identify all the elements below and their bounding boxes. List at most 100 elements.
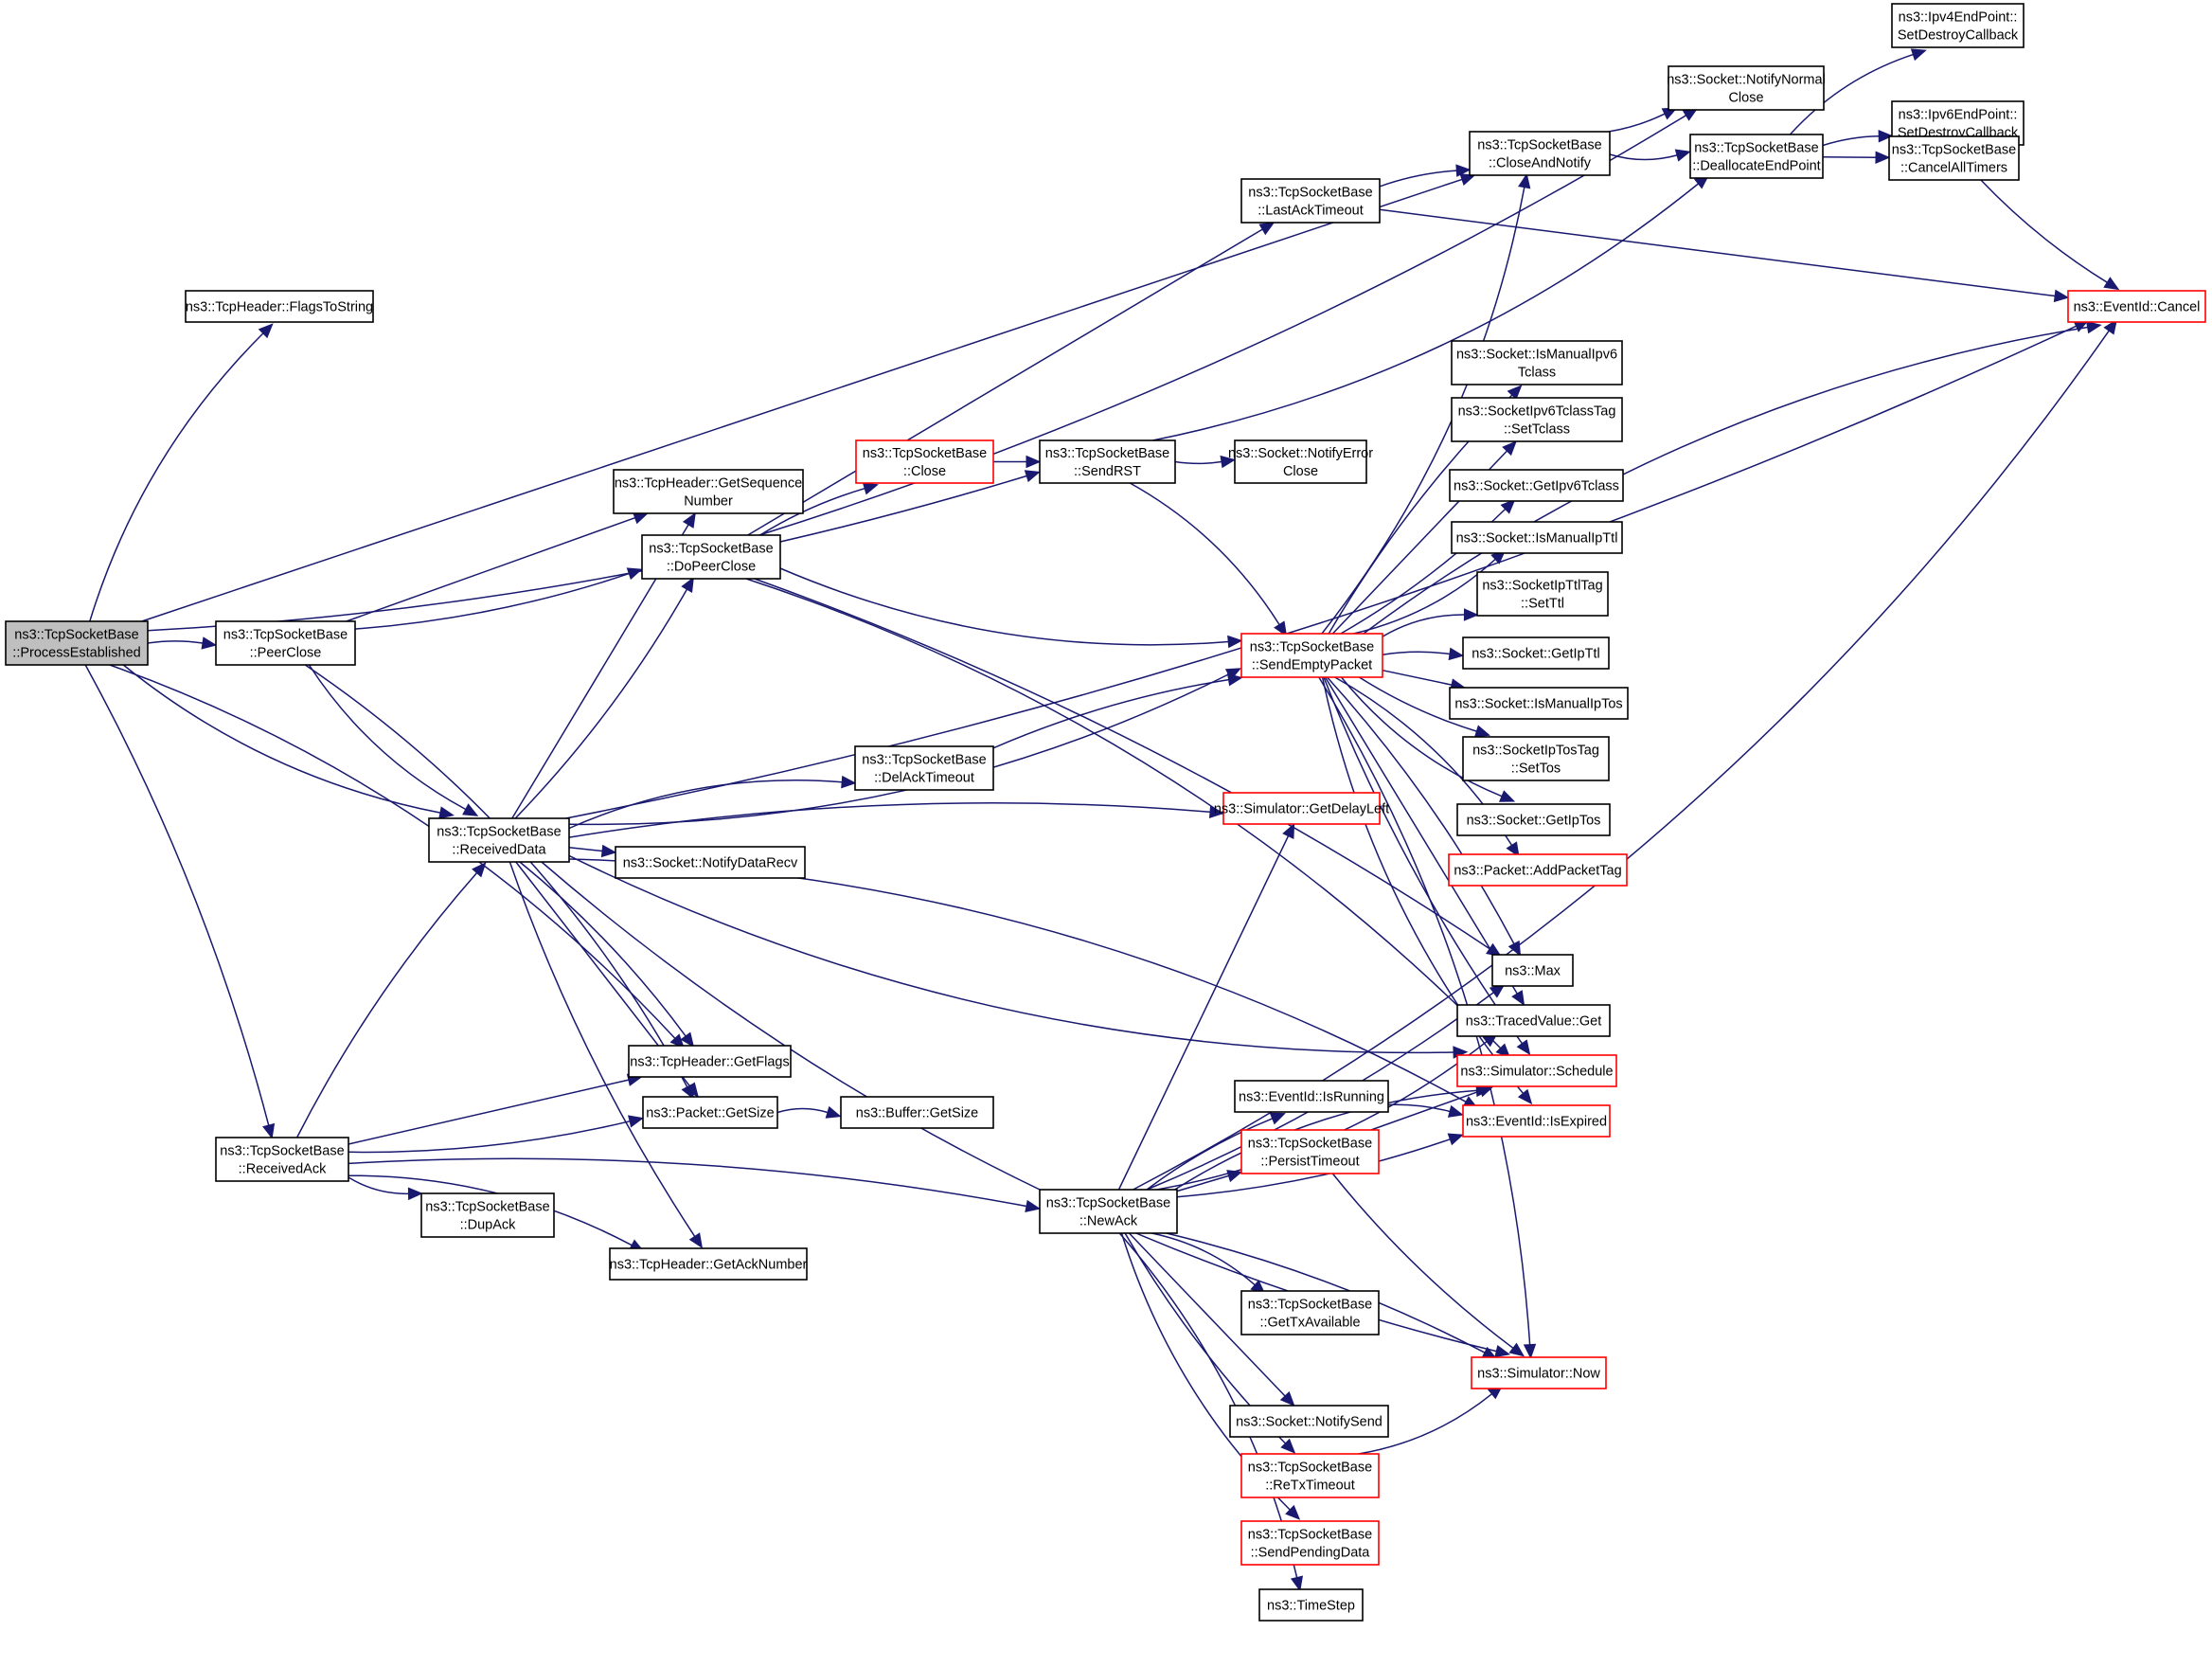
node-box[interactable] bbox=[1451, 340, 1623, 385]
node-set-tos[interactable]: ns3::SocketIpTosTag::SetTos bbox=[1462, 736, 1610, 781]
node-box[interactable] bbox=[840, 1096, 994, 1129]
node-box[interactable] bbox=[1240, 633, 1383, 678]
edge-line bbox=[1363, 326, 2088, 635]
node-is-manual-ip-tos[interactable]: ns3::Socket::IsManualIpTos bbox=[1449, 687, 1629, 720]
node-dup-ack[interactable]: ns3::TcpSocketBase::DupAck bbox=[420, 1192, 555, 1238]
node-get-ip-ttl[interactable]: ns3::Socket::GetIpTtl bbox=[1462, 636, 1610, 670]
node-set-ttl[interactable]: ns3::SocketIpTtlTag::SetTtl bbox=[1476, 571, 1609, 617]
node-schedule[interactable]: ns3::Simulator::Schedule bbox=[1456, 1054, 1617, 1087]
node-time-step[interactable]: ns3::TimeStep bbox=[1258, 1588, 1364, 1622]
node-box[interactable] bbox=[185, 290, 374, 323]
node-ipv4-set-destroy[interactable]: ns3::Ipv4EndPoint::SetDestroyCallback bbox=[1891, 3, 2025, 48]
node-notify-data-recv[interactable]: ns3::Socket::NotifyDataRecv bbox=[615, 846, 806, 879]
node-box[interactable] bbox=[1456, 1004, 1611, 1037]
node-persist-timeout[interactable]: ns3::TcpSocketBase::PersistTimeout bbox=[1240, 1129, 1380, 1174]
node-box[interactable] bbox=[855, 439, 994, 484]
node-send-pending-data[interactable]: ns3::TcpSocketBase::SendPendingData bbox=[1240, 1520, 1380, 1566]
node-box[interactable] bbox=[1891, 3, 2025, 48]
node-box[interactable] bbox=[628, 1045, 792, 1078]
node-last-ack-timeout[interactable]: ns3::TcpSocketBase::LastAckTimeout bbox=[1240, 178, 1381, 224]
node-peer-close[interactable]: ns3::TcpSocketBase::PeerClose bbox=[215, 620, 356, 666]
node-box[interactable] bbox=[1449, 469, 1624, 502]
node-box[interactable] bbox=[5, 620, 149, 666]
node-is-expired[interactable]: ns3::EventId::IsExpired bbox=[1462, 1104, 1611, 1138]
node-box[interactable] bbox=[1491, 954, 1574, 987]
node-box[interactable] bbox=[1234, 439, 1367, 484]
node-get-flags[interactable]: ns3::TcpHeader::GetFlags bbox=[628, 1045, 792, 1078]
node-re-tx-timeout[interactable]: ns3::TcpSocketBase::ReTxTimeout bbox=[1240, 1453, 1380, 1498]
node-box[interactable] bbox=[1240, 1520, 1380, 1566]
node-box[interactable] bbox=[1668, 65, 1825, 111]
node-deallocate-end-point[interactable]: ns3::TcpSocketBase::DeallocateEndPoint bbox=[1689, 134, 1824, 179]
node-event-id-cancel[interactable]: ns3::EventId::Cancel bbox=[2067, 290, 2206, 323]
node-flags-to-string[interactable]: ns3::TcpHeader::FlagsToString bbox=[185, 290, 374, 323]
node-box[interactable] bbox=[1888, 135, 2020, 181]
node-notify-send[interactable]: ns3::Socket::NotifySend bbox=[1229, 1405, 1389, 1438]
node-new-ack[interactable]: ns3::TcpSocketBase::NewAck bbox=[1039, 1189, 1178, 1234]
node-get-ip-tos[interactable]: ns3::Socket::GetIpTos bbox=[1456, 803, 1611, 836]
node-traced-value-get[interactable]: ns3::TracedValue::Get bbox=[1456, 1004, 1611, 1037]
node-box[interactable] bbox=[1471, 1356, 1607, 1389]
node-box[interactable] bbox=[1456, 803, 1611, 836]
node-box[interactable] bbox=[1240, 178, 1381, 224]
node-box[interactable] bbox=[609, 1247, 808, 1281]
node-close-and-notify[interactable]: ns3::TcpSocketBase::CloseAndNotify bbox=[1469, 131, 1611, 176]
node-is-running[interactable]: ns3::EventId::IsRunning bbox=[1234, 1080, 1389, 1113]
node-box[interactable] bbox=[1234, 1080, 1389, 1113]
node-box[interactable] bbox=[1258, 1588, 1364, 1622]
node-received-data[interactable]: ns3::TcpSocketBase::ReceivedData bbox=[428, 817, 570, 863]
node-get-delay-left[interactable]: ns3::Simulator::GetDelayLeft bbox=[1214, 792, 1389, 825]
node-get-ipv6-tclass[interactable]: ns3::Socket::GetIpv6Tclass bbox=[1449, 469, 1624, 502]
node-box[interactable] bbox=[1689, 134, 1824, 179]
node-box[interactable] bbox=[1240, 1453, 1380, 1498]
node-box[interactable] bbox=[1451, 521, 1623, 554]
node-is-manual-ip-ttl[interactable]: ns3::Socket::IsManualIpTtl bbox=[1451, 521, 1623, 554]
node-box[interactable] bbox=[615, 846, 806, 879]
edge-line bbox=[1174, 1089, 1477, 1191]
node-send-empty-packet[interactable]: ns3::TcpSocketBase::SendEmptyPacket bbox=[1240, 633, 1383, 678]
node-received-ack[interactable]: ns3::TcpSocketBase::ReceivedAck bbox=[215, 1137, 349, 1182]
node-box[interactable] bbox=[215, 620, 356, 666]
node-buffer-get-size[interactable]: ns3::Buffer::GetSize bbox=[840, 1096, 994, 1129]
node-box[interactable] bbox=[1449, 687, 1629, 720]
node-box[interactable] bbox=[1456, 1054, 1617, 1087]
node-box[interactable] bbox=[2067, 290, 2206, 323]
node-box[interactable] bbox=[215, 1137, 349, 1182]
node-process-established[interactable]: ns3::TcpSocketBase::ProcessEstablished bbox=[5, 620, 149, 666]
node-box[interactable] bbox=[1451, 397, 1623, 442]
node-box[interactable] bbox=[428, 817, 570, 863]
node-cancel-all-timers[interactable]: ns3::TcpSocketBase::CancelAllTimers bbox=[1888, 135, 2020, 181]
node-box[interactable] bbox=[1469, 131, 1611, 176]
node-send-rst[interactable]: ns3::TcpSocketBase::SendRST bbox=[1039, 439, 1176, 484]
node-box[interactable] bbox=[1222, 792, 1381, 825]
node-box[interactable] bbox=[854, 745, 994, 791]
node-box[interactable] bbox=[1229, 1405, 1389, 1438]
node-get-tx-available[interactable]: ns3::TcpSocketBase::GetTxAvailable bbox=[1240, 1290, 1380, 1335]
node-del-ack-timeout[interactable]: ns3::TcpSocketBase::DelAckTimeout bbox=[854, 745, 994, 791]
node-box[interactable] bbox=[641, 534, 781, 580]
node-add-packet-tag[interactable]: ns3::Packet::AddPacketTag bbox=[1448, 853, 1628, 887]
node-box[interactable] bbox=[1448, 853, 1628, 887]
node-set-tclass[interactable]: ns3::SocketIpv6TclassTag::SetTclass bbox=[1451, 397, 1623, 442]
node-box[interactable] bbox=[420, 1192, 555, 1238]
node-box[interactable] bbox=[642, 1096, 778, 1129]
node-box[interactable] bbox=[1462, 636, 1610, 670]
node-box[interactable] bbox=[1476, 571, 1609, 617]
node-box[interactable] bbox=[1240, 1129, 1380, 1174]
node-box[interactable] bbox=[1240, 1290, 1380, 1335]
node-box[interactable] bbox=[1462, 1104, 1611, 1138]
node-box[interactable] bbox=[1039, 439, 1176, 484]
node-max[interactable]: ns3::Max bbox=[1491, 954, 1574, 987]
node-packet-get-size[interactable]: ns3::Packet::GetSize bbox=[642, 1096, 778, 1129]
node-box[interactable] bbox=[1039, 1189, 1178, 1234]
node-do-peer-close[interactable]: ns3::TcpSocketBase::DoPeerClose bbox=[641, 534, 781, 580]
node-close[interactable]: ns3::TcpSocketBase::Close bbox=[855, 439, 994, 484]
node-box[interactable] bbox=[613, 469, 804, 514]
node-get-ack-number[interactable]: ns3::TcpHeader::GetAckNumber bbox=[609, 1247, 808, 1281]
node-now[interactable]: ns3::Simulator::Now bbox=[1471, 1356, 1607, 1389]
node-box[interactable] bbox=[1462, 736, 1610, 781]
